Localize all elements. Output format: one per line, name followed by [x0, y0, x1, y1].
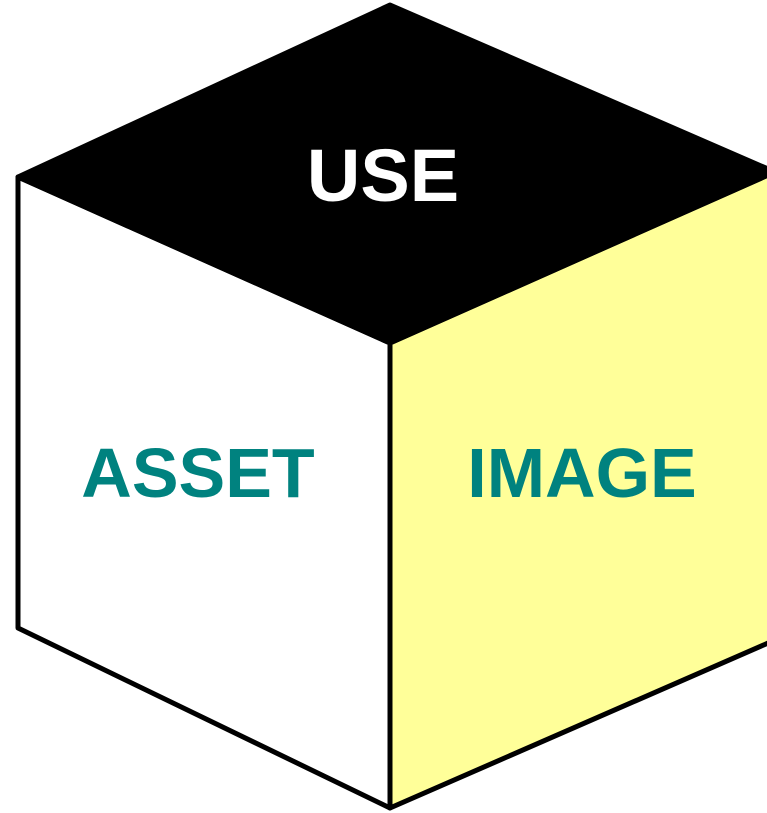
face-label-asset: ASSET: [81, 434, 314, 512]
face-label-image: IMAGE: [467, 434, 696, 512]
face-label-use: USE: [307, 134, 459, 217]
cube-face-top: [15, 2, 767, 346]
